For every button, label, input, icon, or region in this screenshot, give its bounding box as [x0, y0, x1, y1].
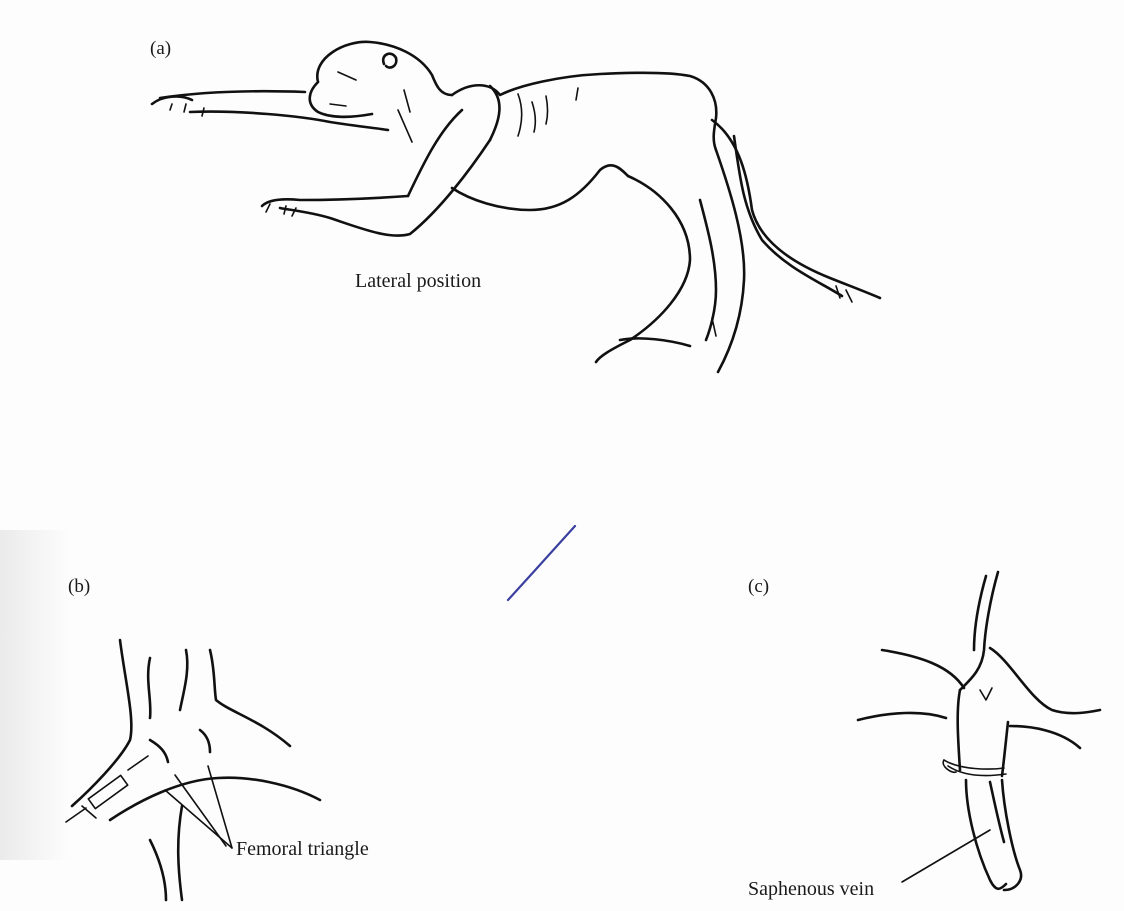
- ligature-loop-2: [948, 766, 1006, 776]
- syringe-icon: [66, 756, 148, 822]
- monkey-forearm: [262, 196, 408, 206]
- femoral-lower-right-2: [178, 806, 182, 900]
- monkey-upper-arm-bottom: [190, 112, 388, 130]
- monkey-finger-1: [170, 104, 172, 110]
- monkey-rib-2: [532, 102, 535, 132]
- monkey-lower-arm-top: [408, 110, 462, 196]
- monkey-rib-3: [546, 96, 548, 124]
- monkey-ear: [383, 54, 396, 68]
- monkey-hand-upper: [152, 97, 192, 104]
- monkey-lower-arm-bottom: [280, 140, 490, 236]
- monkey-hind-leg-back: [716, 150, 744, 372]
- femoral-inner-curve-2: [200, 730, 210, 752]
- saphenous-limb-left: [966, 780, 1006, 889]
- monkey-tail-lower: [734, 136, 842, 296]
- monkey-head: [317, 42, 452, 95]
- monkey-arm-mark: [398, 110, 412, 142]
- saphenous-left-branch-lower: [858, 713, 946, 720]
- saphenous-vein-drawing: [858, 572, 1100, 890]
- monkey-thigh: [700, 200, 716, 340]
- saphenous-leader: [902, 830, 990, 882]
- saphenous-vessel-top: [960, 572, 998, 690]
- monkey-foot-mark: [712, 318, 716, 336]
- saphenous-limb-right: [1002, 780, 1021, 890]
- monkey-lateral-drawing: [152, 42, 880, 372]
- monkey-lower-finger-2: [284, 206, 286, 214]
- saphenous-right-branch-upper: [990, 648, 1100, 713]
- saphenous-right-branch-lower: [1010, 726, 1080, 748]
- monkey-finger-2: [184, 104, 186, 112]
- monkey-mouth: [330, 104, 346, 106]
- monkey-tail-upper: [712, 120, 880, 298]
- femoral-lower-right: [150, 840, 166, 900]
- femoral-vessel-2: [180, 650, 187, 710]
- femoral-outline-left: [72, 640, 131, 806]
- monkey-rib-4: [576, 88, 578, 100]
- femoral-triangle-drawing: [66, 640, 320, 900]
- femoral-leader-3: [175, 775, 226, 846]
- femoral-vessel-1: [148, 658, 150, 718]
- monkey-eye: [338, 72, 356, 80]
- saphenous-body-left: [958, 690, 960, 770]
- saphenous-notch: [980, 688, 992, 700]
- monkey-neck-crease: [404, 90, 410, 112]
- femoral-lower-left: [110, 778, 320, 820]
- monkey-lower-finger-1: [266, 204, 270, 212]
- monkey-tail-tip-1: [846, 290, 852, 302]
- monkey-face: [310, 82, 372, 117]
- ligature-loop: [944, 760, 1004, 769]
- monkey-hind-leg-front: [596, 176, 690, 362]
- monkey-rib-1: [518, 94, 522, 136]
- monkey-belly: [452, 165, 628, 210]
- monkey-finger-3: [202, 108, 204, 116]
- stray-pen-mark: [508, 526, 575, 600]
- saphenous-left-branch-upper: [882, 650, 964, 688]
- femoral-vessel-3: [210, 650, 290, 746]
- femoral-inner-curve-1: [150, 740, 168, 762]
- monkey-leg-inner: [620, 338, 690, 346]
